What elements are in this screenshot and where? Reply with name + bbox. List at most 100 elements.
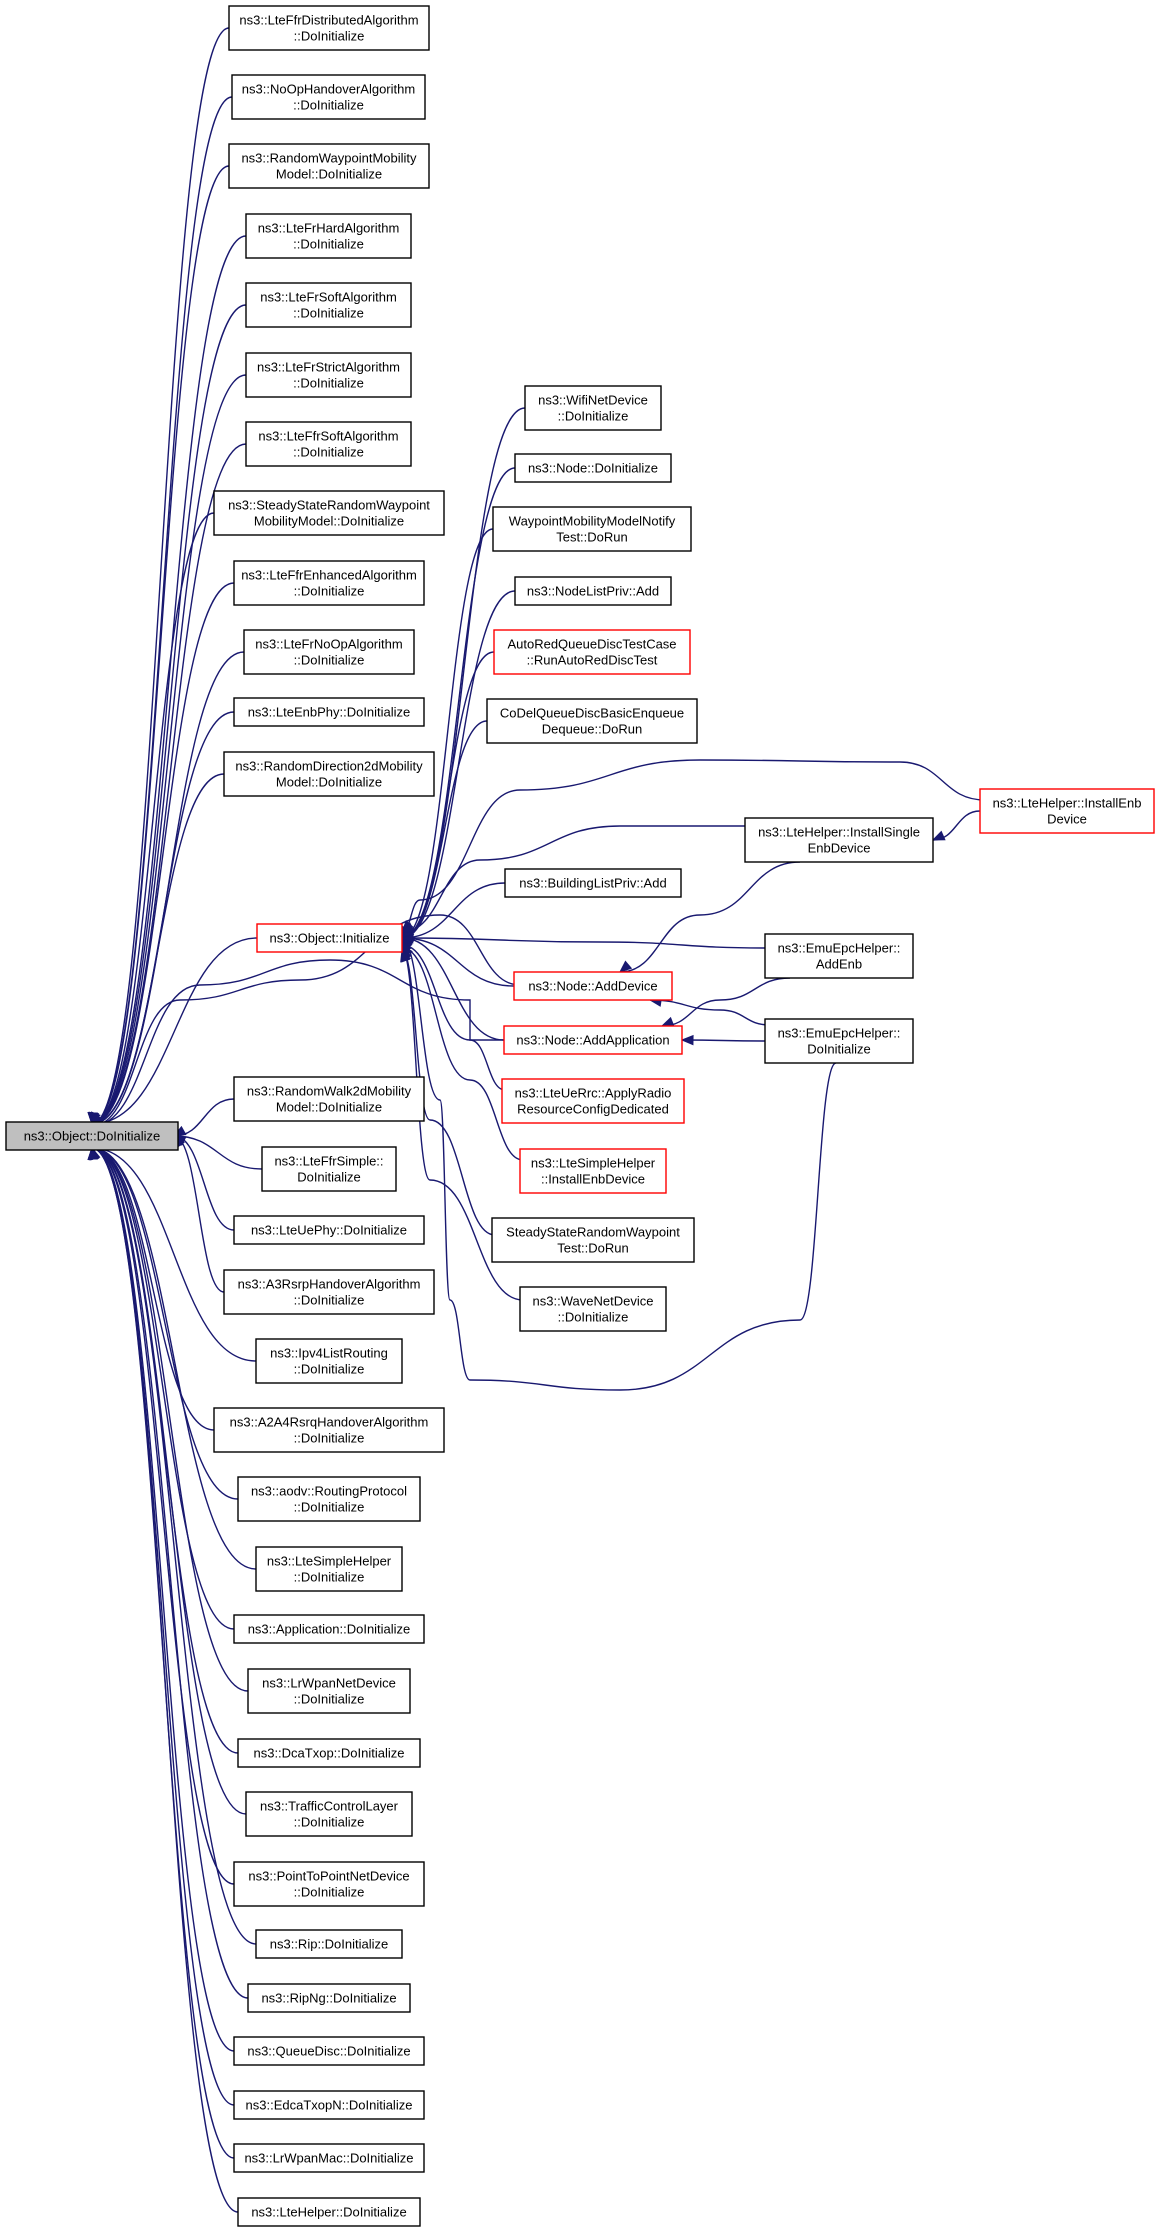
node-box bbox=[231, 74, 426, 120]
node-n10[interactable]: ns3::LteFrNoOpAlgorithm::DoInitialize bbox=[243, 629, 415, 675]
node-n8[interactable]: ns3::SteadyStateRandomWaypointMobilityMo… bbox=[213, 490, 445, 536]
node-label: ns3::DcaTxop::DoInitialize bbox=[253, 1746, 404, 1761]
node-n20[interactable]: ns3::aodv::RoutingProtocol::DoInitialize bbox=[237, 1476, 421, 1522]
node-box bbox=[5, 1121, 179, 1151]
node-p3[interactable]: ns3::EmuEpcHelper::DoInitialize bbox=[764, 1018, 914, 1064]
edge-line bbox=[401, 825, 746, 933]
node-n14[interactable]: ns3::RandomWalk2dMobilityModel::DoInitia… bbox=[233, 1076, 425, 1122]
node-label: ::DoInitialize bbox=[293, 376, 364, 391]
node-label: ns3::NodeListPriv::Add bbox=[527, 584, 659, 599]
node-label: ns3::LteSimpleHelper bbox=[267, 1554, 392, 1569]
node-m8[interactable]: ns3::Node::AddDevice bbox=[513, 971, 673, 1001]
edge-n5-to-root bbox=[87, 304, 247, 1126]
node-label: Device bbox=[1047, 812, 1087, 827]
node-m13[interactable]: ns3::WaveNetDevice::DoInitialize bbox=[519, 1286, 667, 1332]
node-n19[interactable]: ns3::A2A4RsrqHandoverAlgorithm::DoInitia… bbox=[213, 1407, 445, 1453]
edge-n31-to-root bbox=[87, 1146, 235, 2159]
node-m9[interactable]: ns3::Node::AddApplication bbox=[503, 1025, 683, 1055]
edge-line bbox=[401, 937, 515, 987]
node-label: ::DoInitialize bbox=[293, 98, 364, 113]
edge-line bbox=[173, 1135, 263, 1170]
node-n22[interactable]: ns3::Application::DoInitialize bbox=[233, 1614, 425, 1644]
edge-p3-to-m9 bbox=[680, 1034, 766, 1046]
node-n1[interactable]: ns3::LteFfrDistributedAlgorithm::DoIniti… bbox=[228, 5, 430, 51]
edge-line bbox=[401, 949, 524, 1301]
node-n4[interactable]: ns3::LteFrHardAlgorithm::DoInitialize bbox=[245, 213, 412, 259]
node-p2[interactable]: ns3::EmuEpcHelper::AddEnb bbox=[764, 933, 914, 979]
node-n18[interactable]: ns3::Ipv4ListRouting::DoInitialize bbox=[255, 1338, 403, 1384]
node-label: ns3::Object::DoInitialize bbox=[24, 1129, 161, 1144]
node-m5[interactable]: AutoRedQueueDiscTestCase::RunAutoRedDisc… bbox=[493, 629, 691, 675]
node-n27[interactable]: ns3::Rip::DoInitialize bbox=[255, 1929, 403, 1959]
edge-n8-to-root bbox=[88, 512, 215, 1126]
node-n29[interactable]: ns3::QueueDisc::DoInitialize bbox=[233, 2036, 425, 2066]
node-n16[interactable]: ns3::LteUePhy::DoInitialize bbox=[233, 1215, 425, 1245]
node-n28[interactable]: ns3::RipNg::DoInitialize bbox=[247, 1983, 411, 2013]
node-n26[interactable]: ns3::PointToPointNetDevice::DoInitialize bbox=[233, 1861, 425, 1907]
edge-m7-to-oi bbox=[400, 882, 506, 939]
node-label: ns3::QueueDisc::DoInitialize bbox=[247, 2044, 410, 2059]
node-n12[interactable]: ns3::RandomDirection2dMobilityModel::DoI… bbox=[223, 751, 435, 797]
node-m10[interactable]: ns3::LteUeRrc::ApplyRadioResourceConfigD… bbox=[501, 1078, 685, 1124]
node-n6[interactable]: ns3::LteFrStrictAlgorithm::DoInitialize bbox=[245, 352, 412, 398]
node-box bbox=[245, 282, 412, 328]
node-n5[interactable]: ns3::LteFrSoftAlgorithm::DoInitialize bbox=[245, 282, 412, 328]
node-n2[interactable]: ns3::NoOpHandoverAlgorithm::DoInitialize bbox=[231, 74, 426, 120]
node-m4[interactable]: ns3::NodeListPriv::Add bbox=[514, 576, 672, 606]
node-label: ns3::LteFrSoftAlgorithm bbox=[260, 290, 397, 305]
node-n31[interactable]: ns3::LrWpanMac::DoInitialize bbox=[233, 2143, 425, 2173]
node-label: AddEnb bbox=[816, 957, 862, 972]
node-n15[interactable]: ns3::LteFfrSimple::DoInitialize bbox=[261, 1146, 397, 1192]
node-box bbox=[228, 143, 430, 189]
node-label: ns3::EmuEpcHelper:: bbox=[778, 1026, 901, 1041]
node-box bbox=[233, 1076, 425, 1122]
node-box bbox=[513, 971, 673, 1001]
node-n17[interactable]: ns3::A3RsrpHandoverAlgorithm::DoInitiali… bbox=[223, 1269, 435, 1315]
node-box bbox=[243, 629, 415, 675]
node-box bbox=[255, 1546, 403, 1592]
node-m11[interactable]: ns3::LteSimpleHelper::InstallEnbDevice bbox=[519, 1148, 667, 1194]
edge-line bbox=[91, 27, 230, 1125]
node-m1[interactable]: ns3::WifiNetDevice::DoInitialize bbox=[524, 385, 662, 431]
node-label: ns3::TrafficControlLayer bbox=[260, 1799, 399, 1814]
node-n9[interactable]: ns3::LteFfrEnhancedAlgorithm::DoInitiali… bbox=[233, 560, 425, 606]
node-q1[interactable]: ns3::LteHelper::InstallEnbDevice bbox=[979, 788, 1155, 834]
node-n25[interactable]: ns3::TrafficControlLayer::DoInitialize bbox=[245, 1791, 413, 1837]
node-label: ns3::Ipv4ListRouting bbox=[270, 1346, 388, 1361]
node-root[interactable]: ns3::Object::DoInitialize bbox=[5, 1121, 179, 1151]
node-label: ns3::RandomWalk2dMobility bbox=[247, 1084, 412, 1099]
node-label: ::DoInitialize bbox=[294, 1815, 365, 1830]
edge-line bbox=[401, 937, 766, 949]
node-box bbox=[519, 1286, 667, 1332]
node-label: ::DoInitialize bbox=[293, 237, 364, 252]
node-n21[interactable]: ns3::LteSimpleHelper::DoInitialize bbox=[255, 1546, 403, 1592]
arrow-head bbox=[87, 1146, 98, 1160]
node-n7[interactable]: ns3::LteFfrSoftAlgorithm::DoInitialize bbox=[245, 421, 412, 467]
node-n23[interactable]: ns3::LrWpanNetDevice::DoInitialize bbox=[247, 1668, 411, 1714]
edge-line bbox=[649, 999, 771, 1026]
node-label: ::DoInitialize bbox=[294, 584, 365, 599]
node-box bbox=[764, 933, 914, 979]
node-n3[interactable]: ns3::RandomWaypointMobilityModel::DoInit… bbox=[228, 143, 430, 189]
node-n32[interactable]: ns3::LteHelper::DoInitialize bbox=[237, 2197, 421, 2227]
node-box bbox=[245, 352, 412, 398]
edge-line bbox=[401, 939, 837, 1391]
node-m2[interactable]: ns3::Node::DoInitialize bbox=[514, 453, 672, 483]
node-box bbox=[764, 1018, 914, 1064]
node-n24[interactable]: ns3::DcaTxop::DoInitialize bbox=[237, 1738, 421, 1768]
node-box bbox=[233, 1861, 425, 1907]
node-m7[interactable]: ns3::BuildingListPriv::Add bbox=[504, 868, 682, 898]
node-n11[interactable]: ns3::LteEnbPhy::DoInitialize bbox=[233, 697, 425, 727]
node-label: ::DoInitialize bbox=[558, 1310, 629, 1325]
node-n30[interactable]: ns3::EdcaTxopN::DoInitialize bbox=[233, 2090, 425, 2120]
node-oi[interactable]: ns3::Object::Initialize bbox=[256, 923, 403, 953]
node-label: ::DoInitialize bbox=[293, 445, 364, 460]
edge-n14-to-root bbox=[172, 1098, 235, 1137]
node-label: ::DoInitialize bbox=[293, 306, 364, 321]
edge-line bbox=[91, 304, 247, 1125]
edge-line bbox=[91, 1147, 249, 1999]
